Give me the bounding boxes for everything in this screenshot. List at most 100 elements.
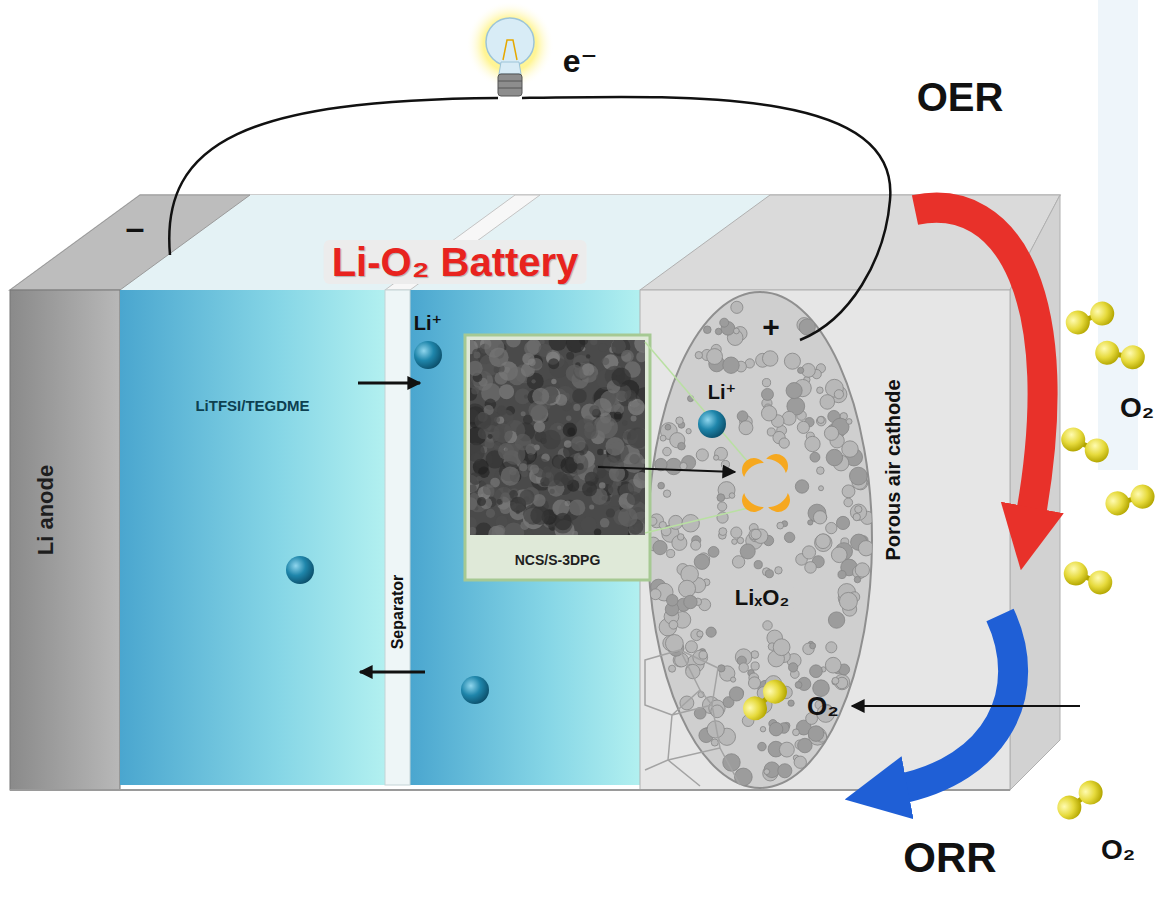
cathode-front — [640, 290, 1010, 790]
pore — [699, 651, 707, 659]
tem-grain — [530, 506, 549, 525]
tem-grain — [627, 427, 645, 448]
node-label: Separator — [389, 575, 407, 650]
pore — [825, 657, 841, 673]
zoom-line — [645, 342, 748, 462]
pore — [719, 528, 727, 536]
tem-grain — [597, 449, 604, 456]
lixo2-crescent — [737, 453, 764, 477]
pore — [666, 594, 677, 605]
migration-arrow — [358, 382, 420, 385]
pore — [677, 534, 684, 541]
pore — [754, 561, 762, 569]
tem-grain — [556, 394, 568, 406]
tem-grain — [470, 497, 477, 510]
tem-grain — [470, 442, 485, 461]
tem-grain — [494, 417, 500, 423]
tem-grain — [631, 415, 637, 421]
reaction-label: ORR — [903, 835, 996, 881]
tem-grain — [622, 420, 627, 425]
pore — [740, 544, 755, 559]
tem-grain — [554, 513, 571, 530]
pore — [695, 351, 702, 358]
pore — [816, 534, 831, 549]
cell-pattern — [645, 650, 740, 786]
pore — [779, 742, 794, 757]
pore — [854, 576, 860, 582]
pore — [773, 639, 790, 656]
pore — [782, 411, 796, 425]
tem-grain — [533, 494, 546, 507]
pore — [748, 677, 760, 689]
pore — [850, 504, 866, 520]
pore — [718, 502, 727, 511]
ion-label: Li⁺ — [414, 312, 442, 334]
tem-grain — [627, 491, 641, 505]
pore — [762, 379, 770, 387]
pore — [718, 665, 725, 672]
li-ion — [414, 341, 442, 369]
wire — [522, 97, 890, 340]
pore — [765, 570, 773, 578]
tem-grain — [551, 379, 556, 384]
electrolyte-front — [120, 290, 385, 785]
pore — [777, 522, 784, 529]
pore — [810, 452, 820, 462]
tem-grain — [530, 464, 540, 474]
bulb-glass — [486, 18, 534, 66]
pore — [858, 541, 873, 556]
pore — [762, 351, 777, 366]
tem-grain — [526, 530, 534, 535]
tem-grain — [606, 508, 615, 517]
tem-grain — [509, 468, 517, 476]
tem-grain — [475, 413, 492, 430]
bulb-thread — [498, 81, 522, 82]
pore — [665, 458, 681, 474]
pore — [739, 663, 748, 672]
separator-front — [385, 290, 410, 785]
tem-texture — [470, 340, 645, 535]
tem-grain — [554, 472, 569, 487]
tem-grain — [528, 453, 534, 459]
gas-label: O₂ — [1120, 393, 1154, 424]
pore — [828, 612, 844, 628]
pore — [665, 424, 671, 430]
tem-grain — [612, 368, 631, 387]
tem-grain — [582, 363, 595, 376]
pore — [678, 442, 686, 450]
gas-label: O₂ — [1101, 835, 1135, 866]
pore — [667, 549, 675, 557]
pore — [775, 567, 782, 574]
tem-grain — [564, 440, 572, 448]
pore — [839, 592, 857, 610]
pore — [731, 301, 743, 313]
tem-grain — [600, 518, 610, 528]
pore — [761, 388, 773, 400]
pore — [855, 506, 862, 513]
tem-grain — [624, 452, 645, 473]
pore — [817, 387, 824, 394]
tem-grain — [584, 425, 598, 439]
tem-grain — [566, 415, 571, 420]
pore — [797, 421, 809, 433]
tem-frame — [465, 335, 650, 580]
pore — [853, 513, 860, 520]
oxygen-inflow-arrow — [852, 705, 1080, 707]
pore — [816, 416, 826, 426]
node-label: Li anode — [34, 465, 58, 555]
tem-grain — [618, 507, 638, 527]
migration-arrow — [598, 467, 735, 472]
oxygen-molecule — [1053, 776, 1108, 824]
tem-grain — [572, 389, 587, 404]
node-label: LiTFSI/TEGDME — [195, 398, 309, 415]
pore — [844, 498, 853, 507]
bulb-base — [498, 74, 522, 96]
pore — [831, 547, 847, 563]
lixo2-crescent — [737, 493, 764, 517]
pore — [795, 480, 808, 493]
pore — [779, 438, 789, 448]
tem-grain — [534, 421, 545, 432]
